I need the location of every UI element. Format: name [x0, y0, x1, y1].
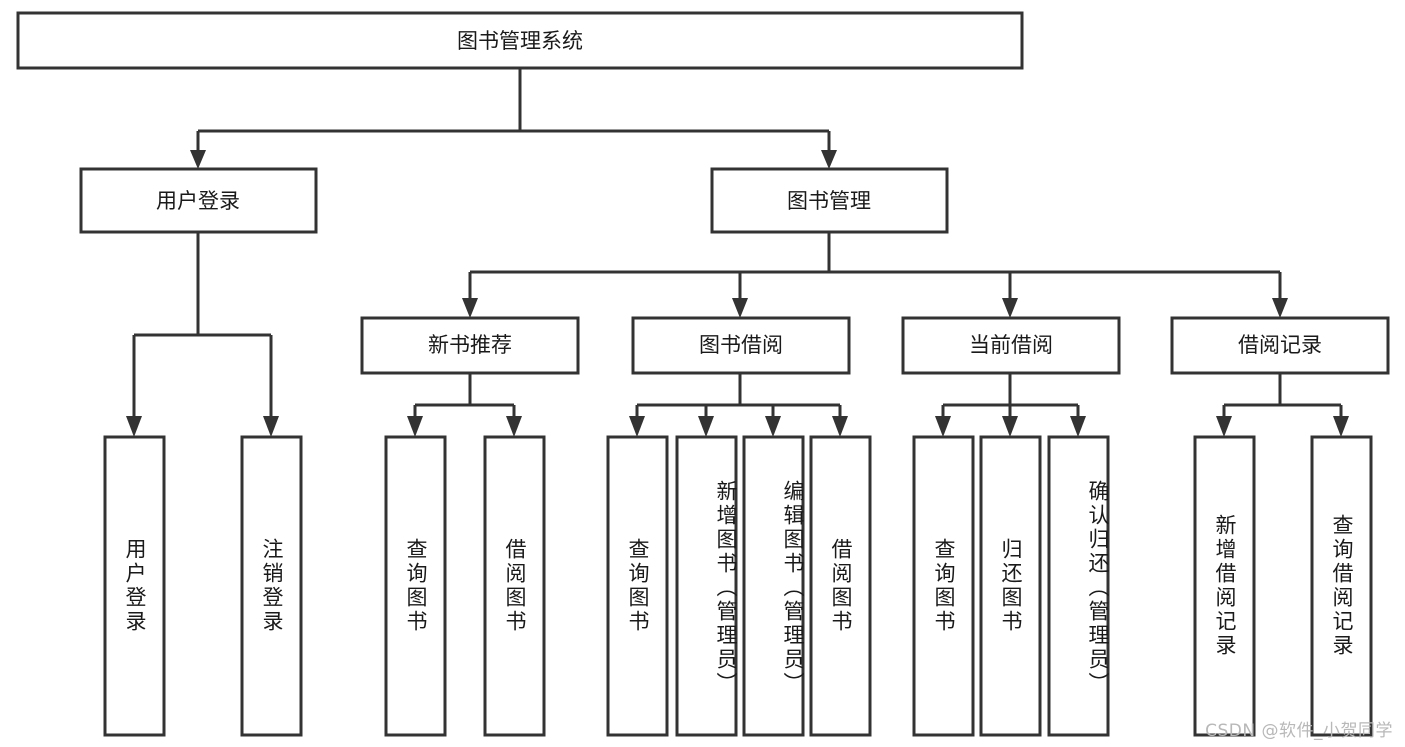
node-borrow-record-label: 借阅记录 [1238, 333, 1322, 357]
arrow-to-leaf-bb-edit-book [765, 416, 781, 437]
arrow-to-book-borrow [732, 298, 748, 318]
node-user-login[interactable]: 用户登录 [79, 167, 318, 234]
leaf-boxes-user-login [103, 435, 303, 737]
arrow-to-leaf-nb-borrow-book [506, 416, 522, 437]
arrow-to-borrow-record [1272, 298, 1288, 318]
leaf-box-cb-return-book[interactable] [979, 435, 1042, 737]
arrow-to-user-login [190, 150, 206, 169]
arrow-to-book-manage [821, 150, 837, 169]
leaf-box-bb-query-book[interactable] [606, 435, 669, 737]
arrow-to-leaf-br-query-record [1333, 416, 1349, 437]
arrow-to-leaf-user-login [126, 416, 142, 437]
arrow-to-leaf-cb-query-book [935, 416, 951, 437]
leaf-box-logout[interactable] [240, 435, 303, 737]
arrow-to-leaf-br-add-record [1216, 416, 1232, 437]
connectors [126, 68, 1349, 437]
leaf-boxes-book-borrow [606, 435, 872, 737]
arrow-to-leaf-cb-return-book [1002, 416, 1018, 437]
leaf-boxes-borrow-record [1193, 435, 1373, 737]
arrow-to-leaf-nb-query-book [407, 416, 423, 437]
node-current-borrow-box[interactable] [901, 316, 1121, 375]
leaf-box-nb-query-book[interactable] [384, 435, 447, 737]
node-new-book-recommend-label: 新书推荐 [428, 333, 512, 357]
leaf-box-nb-borrow-book[interactable] [483, 435, 546, 737]
node-borrow-record[interactable]: 借阅记录 [1170, 316, 1390, 375]
node-book-manage-box[interactable] [710, 167, 949, 234]
leaf-box-cb-confirm-return[interactable] [1047, 435, 1110, 737]
leaf-box-bb-add-book[interactable] [675, 435, 738, 737]
node-book-borrow-box[interactable] [631, 316, 851, 375]
node-root-label: 图书管理系统 [457, 29, 583, 53]
node-user-login-label: 用户登录 [156, 189, 240, 213]
leaf-box-cb-query-book[interactable] [912, 435, 975, 737]
node-user-login-box[interactable] [79, 167, 318, 234]
arrow-to-leaf-bb-query-book [629, 416, 645, 437]
arrow-to-leaf-bb-borrow-book [832, 416, 848, 437]
node-root[interactable]: 图书管理系统 [16, 11, 1024, 70]
node-book-manage-label: 图书管理 [787, 189, 871, 213]
csdn-watermark: CSDN @软件_小贺同学 [1205, 721, 1393, 741]
arrow-to-leaf-bb-add-book [698, 416, 714, 437]
leaf-boxes-current-borrow [912, 435, 1110, 737]
leaf-boxes-new-book-recommend [384, 435, 546, 737]
node-new-book-recommend[interactable]: 新书推荐 [360, 316, 580, 375]
node-root-box[interactable] [16, 11, 1024, 70]
node-book-borrow-label: 图书借阅 [699, 333, 783, 357]
arrow-to-leaf-logout [263, 416, 279, 437]
node-new-book-recommend-box[interactable] [360, 316, 580, 375]
leaf-box-bb-edit-book[interactable] [742, 435, 805, 737]
arrow-to-leaf-cb-confirm-return [1070, 416, 1086, 437]
node-current-borrow[interactable]: 当前借阅 [901, 316, 1121, 375]
leaf-box-br-add-record[interactable] [1193, 435, 1256, 737]
node-current-borrow-label: 当前借阅 [969, 333, 1053, 357]
arrow-to-current-borrow [1002, 298, 1018, 318]
node-borrow-record-box[interactable] [1170, 316, 1390, 375]
leaf-box-bb-borrow-book[interactable] [809, 435, 872, 737]
node-book-manage[interactable]: 图书管理 [710, 167, 949, 234]
leaf-box-br-query-record[interactable] [1310, 435, 1373, 737]
arrow-to-new-book-recommend [462, 298, 478, 318]
leaf-box-user-login[interactable] [103, 435, 166, 737]
node-book-borrow[interactable]: 图书借阅 [631, 316, 851, 375]
